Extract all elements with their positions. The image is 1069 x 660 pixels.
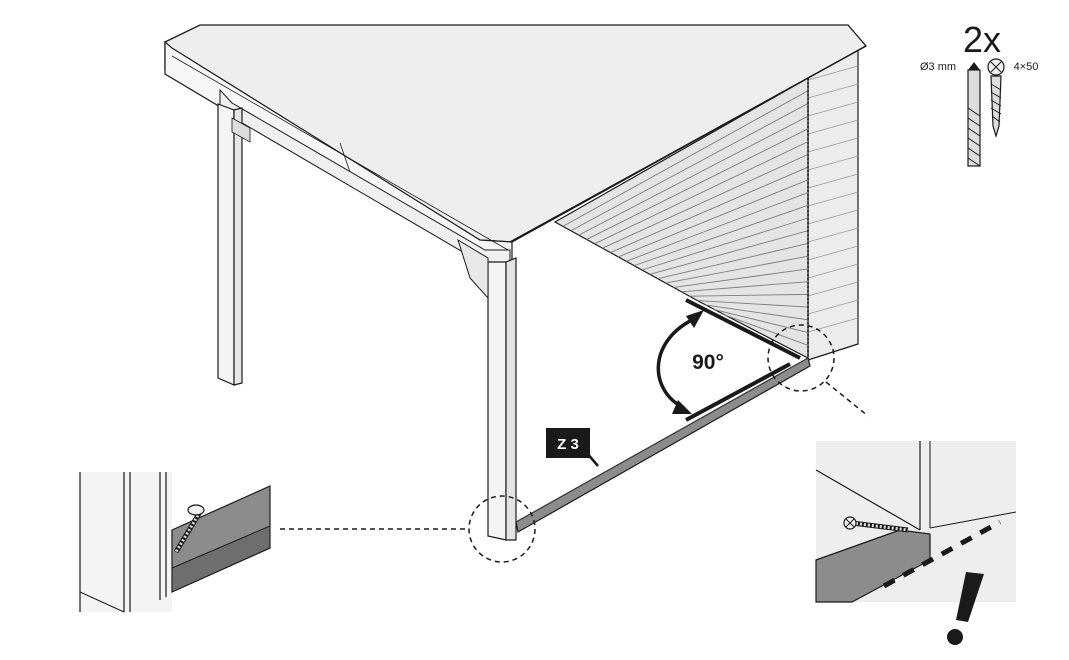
wood-screw-icon xyxy=(987,58,1005,139)
siding-board xyxy=(578,115,809,236)
siding-board xyxy=(618,179,809,258)
siding-board xyxy=(697,300,809,308)
screw-icon xyxy=(843,516,909,533)
siding-board xyxy=(562,90,809,227)
siding-board xyxy=(689,293,809,297)
siding-board xyxy=(633,204,809,267)
siding-board xyxy=(649,230,809,275)
siding-board xyxy=(705,304,809,321)
callout-circle-corner xyxy=(767,324,835,392)
siding-board xyxy=(602,153,809,249)
rear-post xyxy=(217,103,251,386)
curved-double-arrow-icon xyxy=(656,316,697,410)
detail-corner-screw xyxy=(815,441,1017,603)
siding-board xyxy=(586,128,809,240)
siding-board xyxy=(626,192,809,262)
angle-label: 90° xyxy=(692,351,724,374)
drill-size-label: Ø3 mm xyxy=(920,61,956,73)
siding-board xyxy=(657,243,809,280)
front-post xyxy=(457,238,517,541)
siding-board xyxy=(720,313,809,346)
siding-board xyxy=(665,255,809,284)
siding-board xyxy=(681,281,809,293)
board-z3 xyxy=(515,357,811,533)
quantity-label: 2x xyxy=(963,19,1001,60)
shed-side-wall xyxy=(807,45,859,361)
callout-circle-post xyxy=(468,495,536,563)
right-angle-indicator: 90° xyxy=(656,298,801,422)
siding-board xyxy=(570,103,809,232)
screw-size-label: 4×50 xyxy=(1014,61,1039,73)
siding-board xyxy=(594,141,809,245)
siding-board xyxy=(673,268,809,288)
part-tag-z3: Z 3 xyxy=(546,428,599,467)
hardware-legend: 2x Ø3 mm 4×50 xyxy=(920,19,1039,167)
siding-board xyxy=(713,308,809,333)
siding-board xyxy=(610,166,809,253)
drill-bit-icon xyxy=(967,62,981,167)
siding-board xyxy=(641,217,809,271)
detail-post-screw xyxy=(79,472,271,613)
part-label: Z 3 xyxy=(557,436,579,453)
exclamation-icon xyxy=(947,572,984,645)
screw-icon xyxy=(173,504,205,554)
